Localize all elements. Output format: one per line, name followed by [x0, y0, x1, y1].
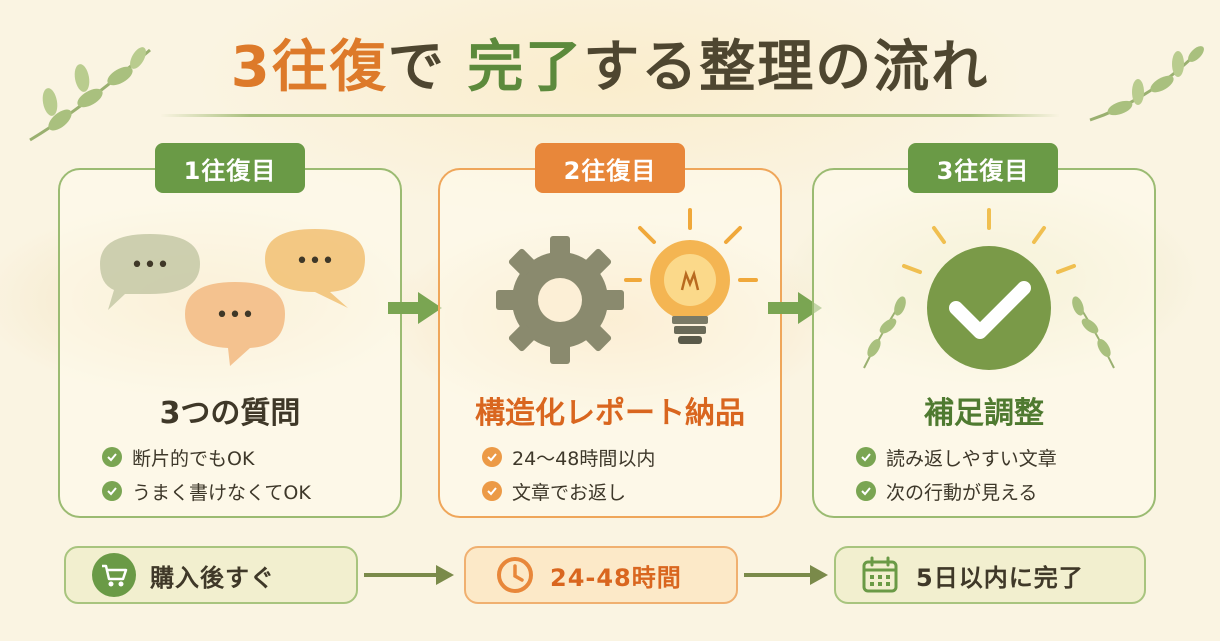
step-card-1: ••• ••• ••• 3つの質問 断片的でもOK うまく書けなくてOK [58, 168, 402, 518]
check-icon [482, 481, 502, 501]
timeline-label-1: 購入後すぐ [150, 563, 275, 592]
timeline-label-3: 5日以内に完了 [916, 563, 1084, 592]
arrow-right-icon [388, 292, 442, 324]
step-2-bullets: 24〜48時間以内 文章でお返し [482, 440, 655, 508]
check-icon [102, 447, 122, 467]
list-item: 読み返しやすい文章 [856, 440, 1057, 474]
step-1-bullets: 断片的でもOK うまく書けなくてOK [102, 440, 311, 508]
step-2-heading: 構造化レポート納品 [475, 396, 745, 431]
check-icon [856, 481, 876, 501]
leaf-sprig-left-icon [29, 47, 151, 142]
list-item: 文章でお返し [482, 474, 655, 508]
check-icon [856, 447, 876, 467]
step-card-3: 補足調整 読み返しやすい文章 次の行動が見える [812, 168, 1156, 518]
calendar-icon [862, 556, 898, 593]
bubble-dots-2: ••• [296, 249, 335, 274]
list-item: 24〜48時間以内 [482, 440, 655, 474]
bubble-dots-1: ••• [131, 253, 170, 278]
title-underline [160, 114, 1060, 117]
cart-icon [92, 553, 136, 597]
check-icon [102, 481, 122, 501]
step-card-2: 構造化レポート納品 24〜48時間以内 文章でお返し [438, 168, 782, 518]
list-item: 次の行動が見える [856, 474, 1057, 508]
step-1-badge: 1往復目 [155, 143, 305, 193]
timeline-pill-complete: 5日以内に完了 [834, 546, 1146, 604]
step-3-bullets: 読み返しやすい文章 次の行動が見える [856, 440, 1057, 508]
step-1-bullet-2: うまく書けなくてOK [132, 481, 311, 504]
page-title: 3往復で 完了する整理の流れ [0, 22, 1220, 103]
list-item: 断片的でもOK [102, 440, 311, 474]
step-3-badge: 3往復目 [908, 143, 1058, 193]
leaf-sprig-right-icon [1089, 46, 1204, 122]
step-2-badge: 2往復目 [535, 143, 685, 193]
check-icon [482, 447, 502, 467]
step-3-bullet-1: 読み返しやすい文章 [886, 447, 1057, 470]
title-part-de: で [387, 35, 446, 100]
check-circle-icon [863, 208, 1115, 370]
step-2-bullet-1: 24〜48時間以内 [512, 447, 656, 470]
timeline-pill-purchase: 購入後すぐ [64, 546, 358, 604]
step-2-bullet-2: 文章でお返し [512, 481, 627, 504]
title-part-rounds: 3往復 [230, 35, 388, 100]
arrow-right-icon [768, 292, 822, 324]
timeline-label-2: 24-48時間 [550, 563, 682, 592]
title-part-flow: する整理の流れ [583, 35, 990, 100]
step-1-bullet-1: 断片的でもOK [132, 447, 255, 470]
step-3-bullet-2: 次の行動が見える [886, 481, 1038, 504]
step-3-heading: 補足調整 [924, 396, 1044, 431]
speech-bubbles-icon: ••• ••• ••• [100, 229, 365, 366]
list-item: うまく書けなくてOK [102, 474, 311, 508]
arrow-right-icon [744, 565, 828, 585]
bubble-dots-3: ••• [216, 303, 255, 328]
clock-icon [497, 557, 533, 593]
arrow-right-icon [364, 565, 454, 585]
title-part-complete: 完了 [467, 35, 584, 100]
gear-lightbulb-icon [496, 208, 758, 364]
step-1-heading: 3つの質問 [159, 396, 301, 431]
timeline-pill-delivery: 24-48時間 [464, 546, 738, 604]
